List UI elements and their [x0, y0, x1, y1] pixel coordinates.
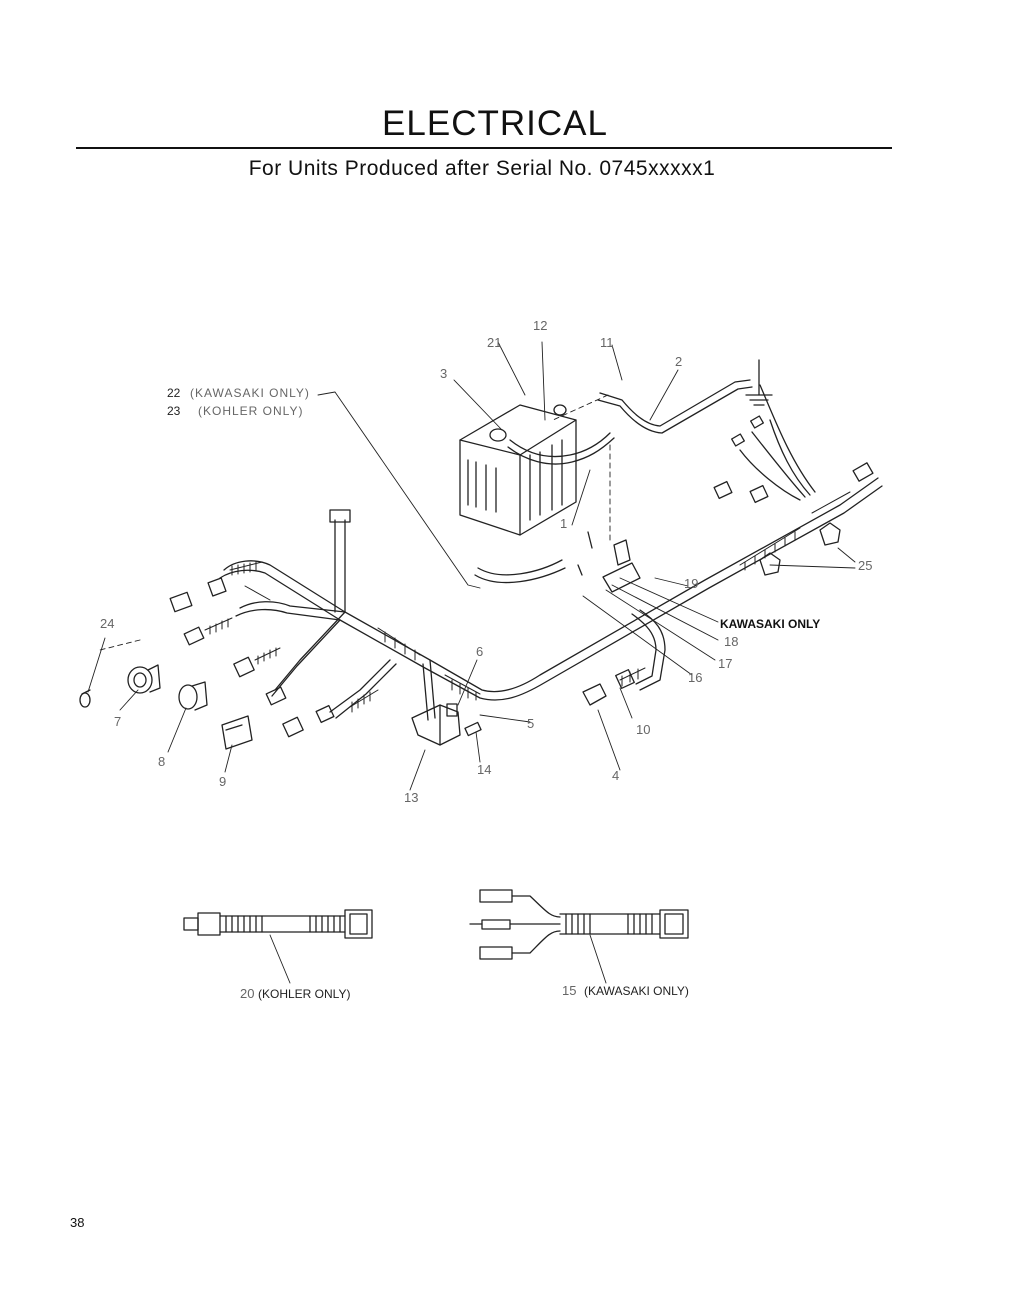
- page-title: ELECTRICAL: [382, 104, 608, 143]
- callout-1: 1: [560, 516, 567, 531]
- note-15-number: 15: [562, 983, 576, 998]
- callout-9: 9: [219, 774, 226, 789]
- callout-12: 12: [533, 318, 547, 333]
- callout-25: 25: [858, 558, 872, 573]
- notes: 22 (KAWASAKI ONLY) 23 (KOHLER ONLY) KAWA…: [167, 386, 820, 1001]
- clips: [759, 522, 841, 576]
- solenoid-bracket: [411, 703, 482, 746]
- callout-4: 4: [612, 768, 619, 783]
- fuse-cable: [474, 559, 583, 584]
- note-kawasaki-only: KAWASAKI ONLY: [720, 617, 820, 631]
- seat-switch: [582, 683, 607, 706]
- leader-lines: [87, 341, 856, 791]
- callout-6: 6: [476, 644, 483, 659]
- callout-5: 5: [527, 716, 534, 731]
- callout-19: 19: [684, 576, 698, 591]
- relay: [587, 531, 641, 593]
- callout-18: 18: [724, 634, 738, 649]
- callout-2: 2: [675, 354, 682, 369]
- battery-cable-positive: [507, 432, 615, 465]
- hour-meter: [221, 715, 253, 750]
- note-22-text: (KAWASAKI ONLY): [190, 386, 310, 400]
- title-divider: [76, 147, 892, 149]
- ignition-switch: [178, 681, 208, 711]
- callout-7: 7: [114, 714, 121, 729]
- page-number: 38: [70, 1215, 85, 1230]
- note-23-number: 23: [167, 404, 181, 418]
- battery: [459, 404, 577, 536]
- callout-21: 21: [487, 335, 501, 350]
- battery-cable-negative: [597, 379, 753, 434]
- note-20-number: 20: [240, 986, 254, 1001]
- callout-numbers: 12 21 11 2 3 1 24 7 8 9 6 5 14 13 4 10 1…: [100, 318, 872, 805]
- callout-14: 14: [477, 762, 491, 777]
- callout-11: 11: [600, 335, 614, 350]
- harness-20-kohler: [183, 909, 373, 984]
- callout-13: 13: [404, 790, 418, 805]
- ground-symbol: [745, 359, 773, 406]
- callout-16: 16: [688, 670, 702, 685]
- note-15-text: (KAWASAKI ONLY): [584, 984, 689, 998]
- note-23-text: (KOHLER ONLY): [198, 404, 303, 418]
- key-switch: [127, 664, 161, 694]
- harness-connectors: [169, 415, 874, 738]
- callout-24: 24: [100, 616, 114, 631]
- harness-sheathing: [204, 491, 851, 713]
- note-20-text: (KOHLER ONLY): [258, 987, 350, 1001]
- page-subtitle: For Units Produced after Serial No. 0745…: [248, 157, 716, 180]
- callout-17: 17: [718, 656, 732, 671]
- note-22-number: 22: [167, 386, 181, 400]
- harness-15-kawasaki: [469, 889, 689, 984]
- callout-10: 10: [636, 722, 650, 737]
- callout-8: 8: [158, 754, 165, 769]
- light-bulb: [79, 689, 91, 708]
- callout-3: 3: [440, 366, 447, 381]
